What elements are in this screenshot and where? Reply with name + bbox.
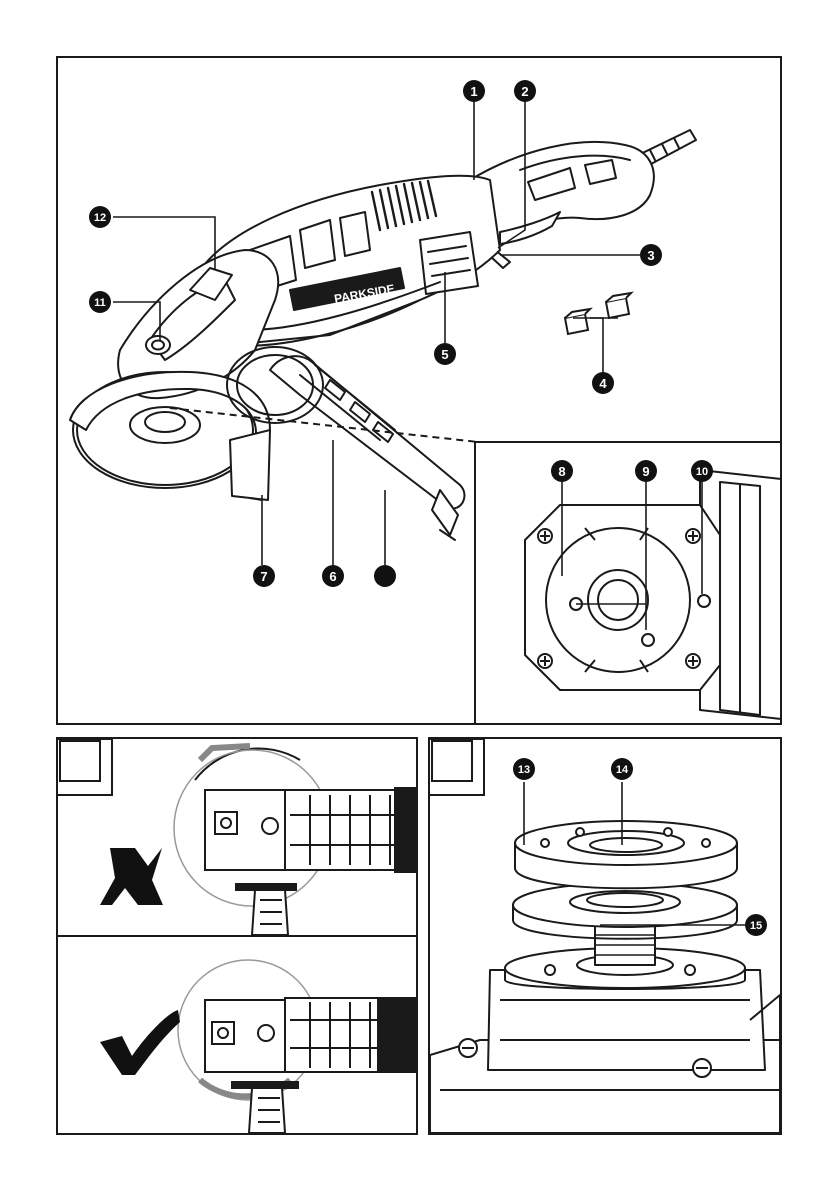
callout-badge-14: 14 bbox=[611, 758, 633, 780]
callout-number-6: 6 bbox=[329, 569, 336, 584]
callout-badge-blank bbox=[374, 565, 396, 587]
callout-number-8: 8 bbox=[558, 464, 565, 479]
callout-number-11: 11 bbox=[94, 297, 106, 309]
callout-badge-7: 7 bbox=[253, 565, 275, 587]
callout-number-5: 5 bbox=[441, 347, 448, 362]
callout-number-9: 9 bbox=[642, 464, 649, 479]
callout-badge-6: 6 bbox=[322, 565, 344, 587]
figure-letter-box-b bbox=[60, 741, 100, 781]
figure-letter-box-c bbox=[432, 741, 472, 781]
callout-badge-11: 11 bbox=[89, 291, 111, 313]
callout-number-13: 13 bbox=[518, 764, 530, 776]
callout-number-1: 1 bbox=[470, 84, 477, 99]
orientation-wrong-illustration bbox=[174, 746, 415, 935]
flange-stack-illustration bbox=[430, 821, 780, 1133]
flange-face-illustration bbox=[525, 470, 790, 720]
carbon-brushes-illustration bbox=[565, 293, 631, 334]
callout-badge-2: 2 bbox=[514, 80, 536, 102]
label-tab-c bbox=[430, 739, 484, 795]
callout-badge-8: 8 bbox=[551, 460, 573, 482]
callout-badge-9: 9 bbox=[635, 460, 657, 482]
callout-number-7: 7 bbox=[260, 569, 267, 584]
callout-badge-15: 15 bbox=[745, 914, 767, 936]
wrong-cross-icon bbox=[100, 848, 163, 905]
callout-number-14: 14 bbox=[616, 764, 629, 776]
callout-badge-5: 5 bbox=[434, 343, 456, 365]
callout-number-3: 3 bbox=[647, 248, 654, 263]
right-check-icon bbox=[100, 1010, 180, 1075]
callout-badge-1: 1 bbox=[463, 80, 485, 102]
orientation-right-illustration bbox=[178, 960, 415, 1133]
callout-badge-3: 3 bbox=[640, 244, 662, 266]
callout-badge-4: 4 bbox=[592, 372, 614, 394]
callout-number-2: 2 bbox=[521, 84, 528, 99]
callout-number-10: 10 bbox=[696, 466, 708, 478]
angle-grinder-illustration bbox=[70, 130, 696, 540]
callout-badge-12: 12 bbox=[89, 206, 111, 228]
label-tab-b bbox=[58, 739, 112, 795]
callout-number-4: 4 bbox=[599, 376, 607, 391]
callout-number-15: 15 bbox=[750, 920, 762, 932]
callout-badge-13: 13 bbox=[513, 758, 535, 780]
callout-badge-10: 10 bbox=[691, 460, 713, 482]
callout-number-12: 12 bbox=[94, 212, 106, 224]
